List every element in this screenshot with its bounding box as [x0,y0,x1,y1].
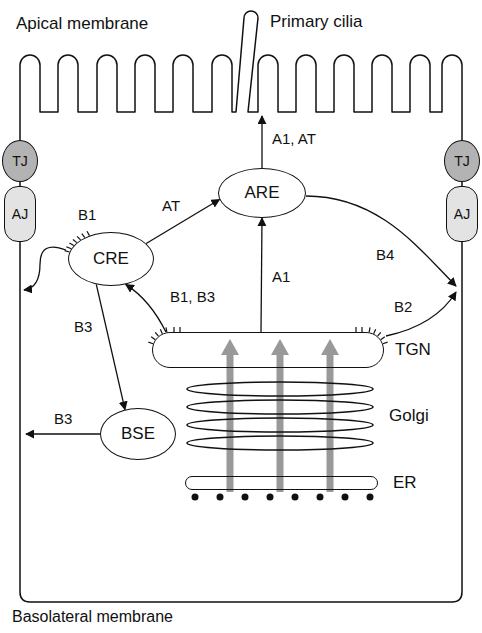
flow-arrow [327,352,334,492]
golgi-cisterna [187,382,373,396]
annotation-label: B2 [392,298,414,315]
node-label: BSE [121,424,155,444]
golgi-cisterna [187,436,373,450]
route-arrow [26,433,100,434]
ribosomes [192,494,374,501]
biosynthetic-flow-arrows [221,339,339,492]
route-arrow [261,116,262,168]
transport-arrow [261,218,262,332]
node-label: ARE [245,183,280,203]
ribosome-dot [217,494,224,501]
flow-arrowhead [221,339,239,355]
transport-arrow [146,200,219,244]
route-arrow [24,247,66,290]
annotation-label: Apical membrane [14,14,150,34]
adherens-junction: AJ [446,186,478,242]
flow-arrow [227,352,234,492]
annotation-label: B3 [52,410,74,427]
route-arrow [306,196,456,286]
transport-arrow [96,284,125,409]
node-label: CRE [93,249,129,269]
golgi-cisterna [187,400,373,414]
ribosome-dot [292,494,299,501]
flow-arrowhead [271,339,289,355]
route-label: B1, B3 [168,288,217,305]
ribosome-dot [342,494,349,501]
node-label: TGN [395,340,431,360]
endosome: ARE [218,168,306,218]
golgi-cisterna [187,418,373,432]
endosome: BSE [100,408,176,460]
adherens-junction: AJ [4,186,36,242]
route-label: B3 [72,318,94,335]
annotation-label: A1, AT [270,130,318,147]
tight-junction: TJ [2,140,38,182]
ribosome-dot [317,494,324,501]
endoplasmic-reticulum: ER [185,476,378,490]
flow-arrow [277,352,284,492]
node-label: TJ [454,153,470,169]
clathrin-coat [356,327,388,344]
annotation-label: Basolateral membrane [10,608,175,626]
trans-golgi-network: TGN [152,332,384,368]
route-label: A1 [270,268,292,285]
ribosome-dot [192,494,199,501]
ribosome-dot [267,494,274,501]
flow-arrowhead [321,339,339,355]
ribosome-dot [242,494,249,501]
node-label: TJ [12,153,28,169]
annotation-label: B4 [374,246,396,263]
cell-membrane [20,11,462,602]
connectors [96,200,262,410]
node-label: AJ [454,206,470,222]
membrane-routes [24,116,456,434]
endosome: CRE [68,232,154,286]
route-arrow [386,292,456,336]
ribosome-dot [367,494,374,501]
node-label: Golgi [389,406,429,426]
annotation-label: Primary cilia [268,12,365,32]
golgi-outline [185,380,375,452]
tight-junction: TJ [444,140,480,182]
route-label: AT [160,197,182,214]
annotation-label: B1 [76,206,98,223]
transport-arrow [126,284,166,332]
node-label: ER [393,473,417,493]
golgi-stack: Golgi [185,380,375,452]
node-label: AJ [12,206,28,222]
